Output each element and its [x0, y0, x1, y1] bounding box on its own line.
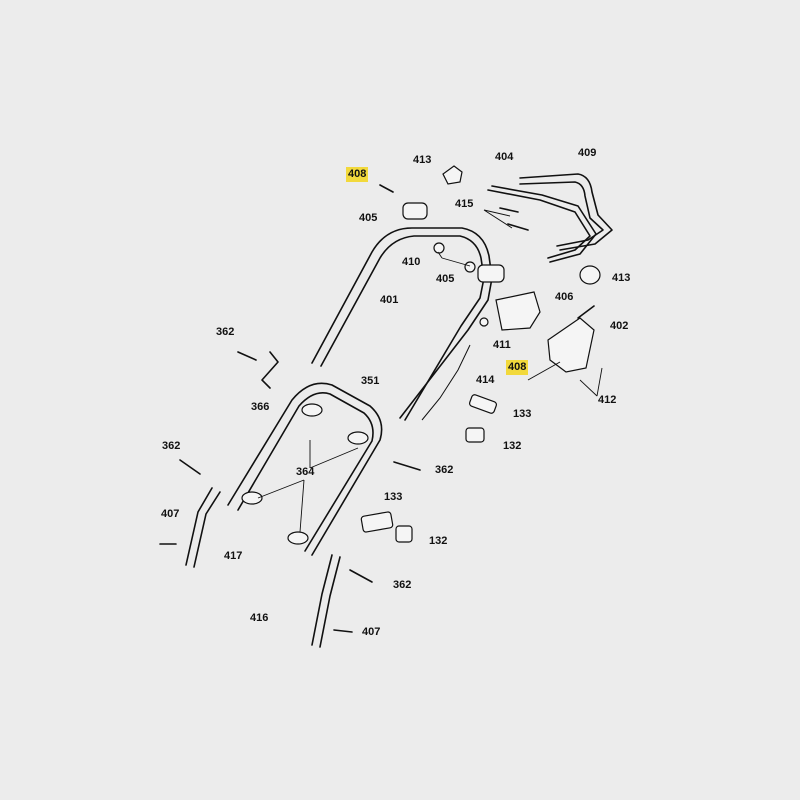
label-132-b: 132 — [429, 535, 448, 547]
part-413-star-knob — [442, 165, 463, 185]
label-415: 415 — [455, 198, 474, 210]
part-413-round-knob — [579, 265, 601, 285]
label-408-lower: 408 — [506, 360, 529, 375]
label-366: 366 — [251, 401, 270, 413]
label-132-a: 132 — [503, 440, 522, 452]
label-351: 351 — [361, 375, 380, 387]
label-413-lower: 413 — [612, 272, 631, 284]
label-133-a: 133 — [513, 408, 532, 420]
part-417-tube — [185, 487, 213, 566]
part-409-rod — [519, 173, 613, 251]
label-133-b: 133 — [384, 491, 403, 503]
label-406: 406 — [555, 291, 574, 303]
label-401: 401 — [380, 294, 399, 306]
part-402-control — [547, 317, 595, 373]
label-362-b: 362 — [162, 440, 181, 452]
label-411: 411 — [493, 339, 511, 351]
label-414: 414 — [476, 374, 495, 386]
label-417: 417 — [224, 550, 243, 562]
label-405-upper: 405 — [359, 212, 378, 224]
label-402: 402 — [610, 320, 629, 332]
label-362-c: 362 — [435, 464, 454, 476]
label-407-a: 407 — [161, 508, 180, 520]
label-413-upper: 413 — [413, 154, 432, 166]
part-405-bracket-upper — [402, 202, 428, 220]
label-408-upper: 408 — [346, 167, 369, 182]
part-416-tube — [311, 554, 333, 646]
label-407-b: 407 — [362, 626, 381, 638]
label-416: 416 — [250, 612, 269, 624]
label-404: 404 — [495, 151, 514, 163]
label-405-lower: 405 — [436, 273, 455, 285]
label-409: 409 — [578, 147, 597, 159]
part-405-bracket-lower — [477, 264, 505, 283]
part-351-lower-handle — [227, 382, 383, 556]
part-401-upper-handle — [311, 227, 493, 419]
part-406-bracket — [495, 291, 541, 331]
label-362-a: 362 — [216, 326, 235, 338]
label-410: 410 — [402, 256, 421, 268]
label-362-d: 362 — [393, 579, 412, 591]
part-404-rod — [487, 189, 591, 259]
label-412: 412 — [598, 394, 617, 406]
label-364: 364 — [296, 466, 315, 478]
